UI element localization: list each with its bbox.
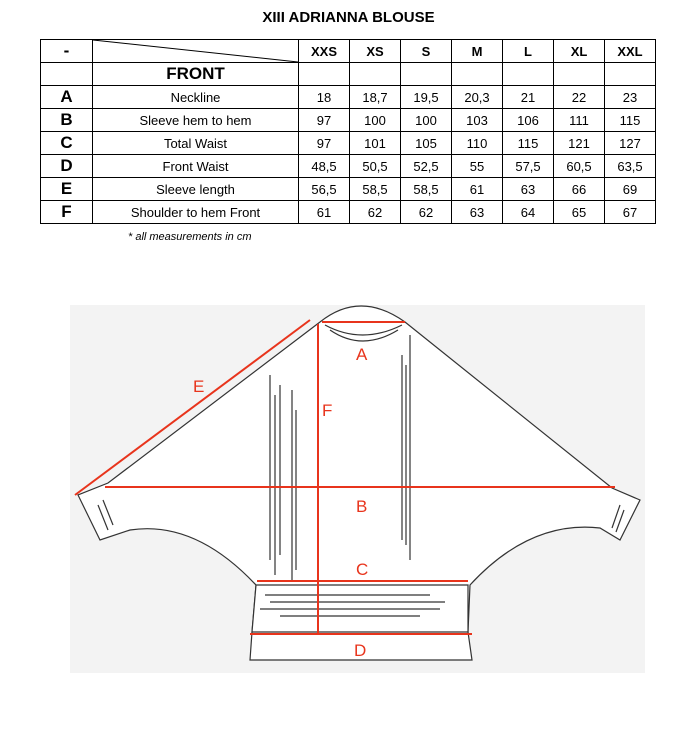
measurement-cell: 97	[298, 108, 350, 132]
measurement-cell: 69	[604, 177, 656, 201]
row-label: Neckline	[92, 85, 299, 109]
measurement-cell: 58,5	[349, 177, 401, 201]
measurement-cell: 110	[451, 131, 503, 155]
row-letter: F	[40, 200, 93, 224]
measurement-cell: 115	[502, 131, 554, 155]
label-a: A	[356, 345, 368, 364]
measurement-cell: 55	[451, 154, 503, 178]
measurement-cell: 97	[298, 131, 350, 155]
line-e	[74, 319, 311, 496]
row-label: Shoulder to hem Front	[92, 200, 299, 224]
measurement-cell: 50,5	[349, 154, 401, 178]
measurement-cell: 67	[604, 200, 656, 224]
measurement-cell: 106	[502, 108, 554, 132]
row-label: Front Waist	[92, 154, 299, 178]
measurement-cell: 63	[502, 177, 554, 201]
measurement-cell: 23	[604, 85, 656, 109]
measurement-cell: 58,5	[400, 177, 452, 201]
fold-lines	[97, 335, 625, 617]
label-b: B	[356, 497, 367, 516]
section-row: FRONT	[40, 62, 656, 86]
label-e: E	[193, 377, 204, 396]
label-d: D	[354, 641, 366, 660]
row-label: Sleeve hem to hem	[92, 108, 299, 132]
measurement-lines	[74, 319, 615, 635]
diagonal-cell	[92, 39, 299, 63]
section-label: FRONT	[92, 62, 299, 86]
size-header: XL	[553, 39, 605, 63]
measurement-cell: 48,5	[298, 154, 350, 178]
measurement-cell: 60,5	[553, 154, 605, 178]
page-title: XIII ADRIANNA BLOUSE	[262, 9, 435, 26]
measurement-cell: 52,5	[400, 154, 452, 178]
row-letter: A	[40, 85, 93, 109]
measurement-cell: 121	[553, 131, 605, 155]
corner-cell: -	[40, 39, 93, 63]
measurement-cell: 64	[502, 200, 554, 224]
measurement-cell: 62	[349, 200, 401, 224]
measurement-note: * all measurements in cm	[128, 231, 252, 243]
measurement-cell: 63	[451, 200, 503, 224]
measurement-cell: 61	[298, 200, 350, 224]
size-header: XXL	[604, 39, 656, 63]
label-f: F	[322, 401, 332, 420]
measurement-cell: 127	[604, 131, 656, 155]
label-c: C	[356, 560, 368, 579]
measurement-cell: 66	[553, 177, 605, 201]
measurement-cell: 21	[502, 85, 554, 109]
measurement-cell: 111	[553, 108, 605, 132]
measurement-cell: 115	[604, 108, 656, 132]
